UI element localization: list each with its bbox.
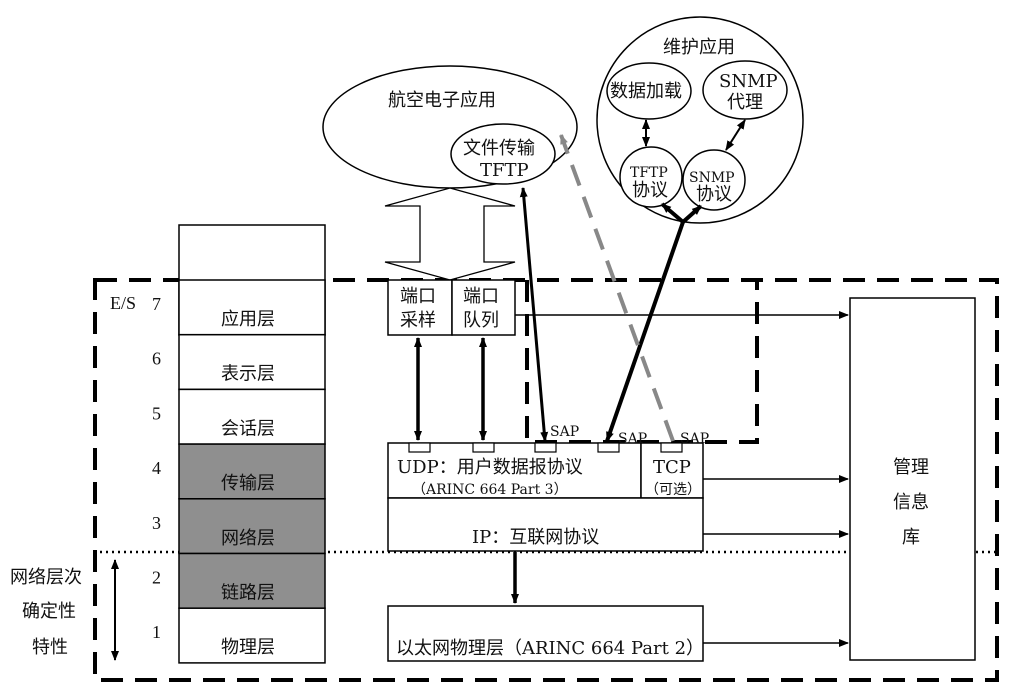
es-label: E/S xyxy=(110,293,136,313)
snmp-agent-proto-arrow xyxy=(725,119,746,151)
snmp-sap-arrow xyxy=(605,221,685,442)
side-note-line: 确定性 xyxy=(22,601,76,622)
tcp-avionics-dashed-arrow xyxy=(559,134,675,442)
sap-label: SAP xyxy=(618,431,647,447)
queuing-port-label: 队列 xyxy=(463,310,499,331)
sampling-port-box xyxy=(387,279,453,336)
queuing-port-label: 端口 xyxy=(463,286,499,307)
snmp-proto-ellipse xyxy=(682,149,746,211)
snmp-agent-ellipse xyxy=(702,60,788,120)
osi-layer-name: 网络层 xyxy=(221,528,275,549)
ethernet-box xyxy=(387,605,704,662)
to-tftp-proto-arrow xyxy=(660,202,685,224)
tcp-label: TCP xyxy=(653,457,691,478)
file-transfer-ellipse xyxy=(450,123,556,185)
snmp-agent-label: 代理 xyxy=(727,92,763,113)
sap-ports xyxy=(408,442,683,453)
maintenance-title: 维护应用 xyxy=(663,37,735,58)
osi-layer-name: 传输层 xyxy=(221,473,275,494)
osi-layer-box xyxy=(178,498,326,555)
sampling-port-label: 端口 xyxy=(400,286,436,307)
osi-layer-name: 物理层 xyxy=(221,637,275,658)
snmp-proto-label: SNMP xyxy=(689,170,735,186)
mib-box xyxy=(849,297,976,661)
ethernet-label: 以太网物理层（ARINC 664 Part 2） xyxy=(396,638,704,659)
snmp-proto-label: 协议 xyxy=(696,184,732,205)
osi-layer-box xyxy=(178,443,326,500)
tftp-proto-label: TFTP xyxy=(630,165,668,181)
queuing-port-box xyxy=(451,279,516,336)
tftp-proto-ellipse xyxy=(619,146,683,208)
snmp-agent-label: SNMP xyxy=(719,71,778,92)
hollow-double-arrow xyxy=(384,187,516,281)
side-note-line: 特性 xyxy=(32,637,68,658)
osi-layer-name: 会话层 xyxy=(221,418,275,439)
ip-label: IP：互联网协议 xyxy=(472,527,599,548)
determinism-note: 网络层次 确定性 特性 xyxy=(10,559,119,661)
osi-layer-number: 2 xyxy=(152,568,161,588)
to-snmp-proto-arrow xyxy=(681,204,703,224)
osi-layer-number: 7 xyxy=(152,294,161,314)
data-loading-label: 数据加载 xyxy=(610,81,682,102)
mib-label: 信息 xyxy=(893,492,929,513)
sap-label: SAP xyxy=(680,431,709,447)
osi-layer-box xyxy=(178,552,326,609)
osi-layer-name: 链路层 xyxy=(221,583,275,604)
osi-layer-box xyxy=(178,388,326,445)
osi-layer-number: 1 xyxy=(152,622,161,642)
osi-layer-name: 表示层 xyxy=(221,364,275,385)
udp-subtitle: （ARINC 664 Part 3） xyxy=(412,482,568,498)
tftp-proto-label: 协议 xyxy=(632,180,668,201)
tcp-subtitle: （可选） xyxy=(645,482,701,498)
mib-label: 管理 xyxy=(893,457,929,478)
osi-layer-number: 6 xyxy=(152,349,161,369)
side-note-line: 网络层次 xyxy=(10,567,82,588)
ip-box xyxy=(387,497,704,552)
osi-layer-box xyxy=(178,607,326,664)
mib-label: 库 xyxy=(902,527,920,548)
file-transfer-label: 文件传输 xyxy=(463,138,535,159)
osi-layer-number: 4 xyxy=(152,458,161,478)
osi-layer-number: 3 xyxy=(152,513,161,533)
osi-layer-number: 5 xyxy=(152,403,161,423)
avionics-app-title: 航空电子应用 xyxy=(388,90,496,111)
osi-layer-name: 应用层 xyxy=(221,309,275,330)
sampling-port-label: 采样 xyxy=(400,310,436,331)
osi-layer-box xyxy=(178,333,326,391)
tftp-label: TFTP xyxy=(480,160,529,181)
sap-label: SAP xyxy=(550,424,579,440)
udp-label: UDP：用户数据报协议 xyxy=(397,457,583,478)
